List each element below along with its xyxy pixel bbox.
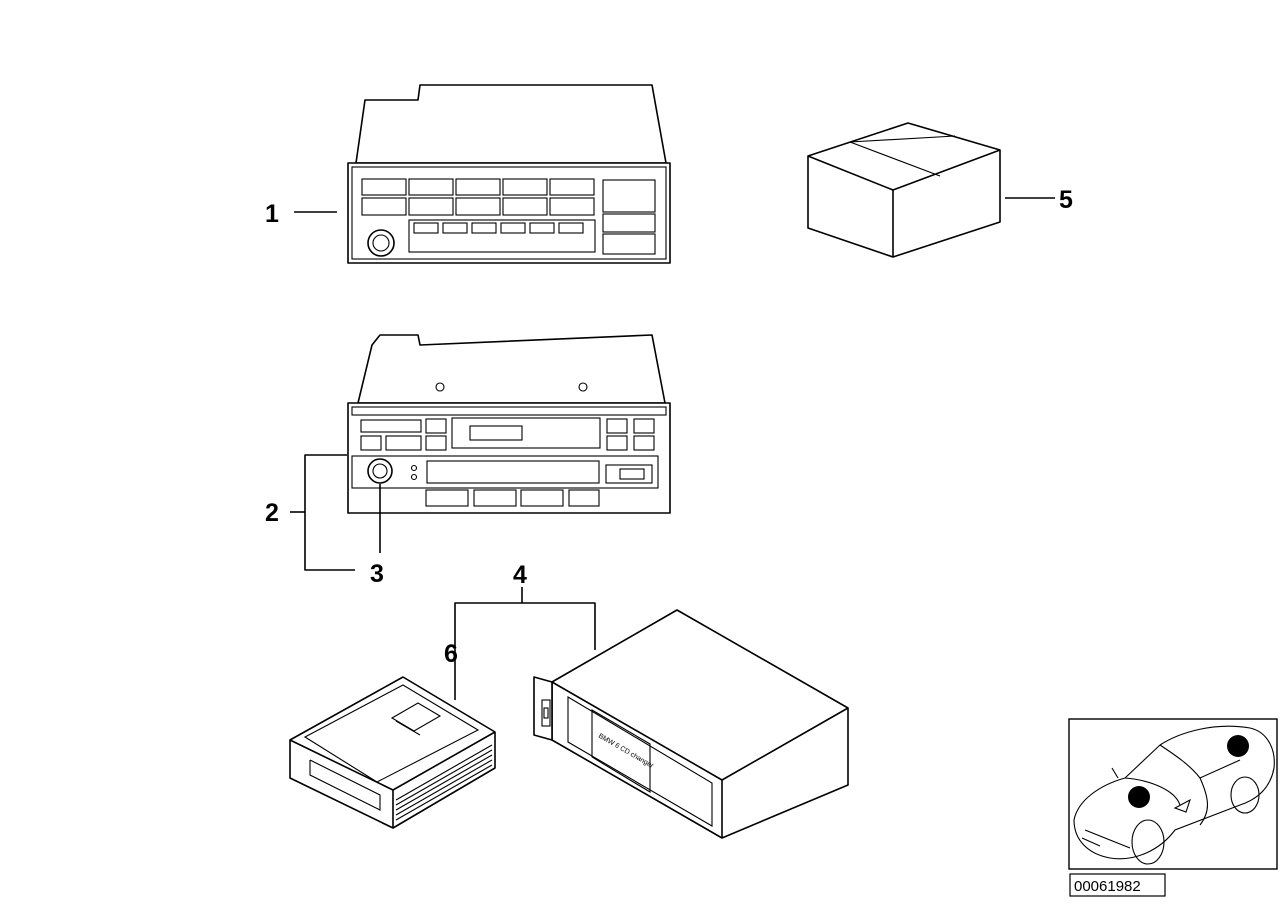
part-1-radio[interactable] (347, 84, 671, 264)
callout-4: 4 (513, 561, 527, 589)
callout-6: 6 (444, 640, 458, 668)
location-marker-trunk (1227, 735, 1249, 757)
reference-number: 00061982 (1074, 878, 1141, 895)
part-4-cd-changer[interactable]: BMW 6 CD changer (533, 609, 849, 839)
callout-5: 5 (1059, 186, 1073, 214)
part-6-cd-magazine[interactable] (289, 676, 496, 829)
reference-number-box: 00061982 (1069, 873, 1166, 897)
car-location-thumbnail (1068, 718, 1278, 870)
part-5-box[interactable] (807, 122, 1001, 258)
callout-2: 2 (265, 499, 279, 527)
part-2-radio-cassette[interactable] (347, 334, 671, 514)
location-marker-dashboard (1128, 786, 1150, 808)
callout-1: 1 (265, 200, 279, 228)
callout-3: 3 (370, 560, 384, 588)
leader-line-4-bracket (454, 602, 596, 667)
